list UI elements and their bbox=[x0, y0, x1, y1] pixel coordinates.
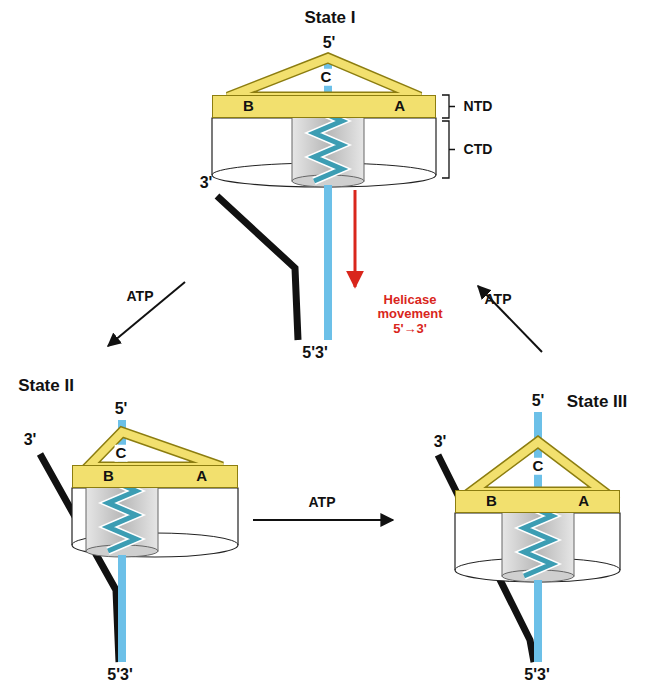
subunit-label: C bbox=[320, 69, 333, 86]
ntd-bar: BA bbox=[212, 95, 436, 118]
strand-end: 5'3' bbox=[107, 666, 132, 684]
dna-helix bbox=[108, 479, 136, 551]
atp-label: ATP bbox=[309, 495, 336, 510]
dna-strand bbox=[534, 580, 542, 662]
ntd-triangle bbox=[88, 432, 222, 467]
ntd-triangle bbox=[228, 58, 420, 97]
state-title: State I bbox=[304, 9, 355, 28]
strand-end: 3' bbox=[200, 174, 213, 192]
strand-end: 5' bbox=[323, 34, 336, 52]
subunit-label: B bbox=[103, 468, 114, 485]
subunit-label: A bbox=[394, 98, 405, 115]
bracket bbox=[442, 95, 455, 118]
domain-label: NTD bbox=[464, 99, 493, 114]
dna-strand bbox=[324, 185, 332, 340]
movement-arrow bbox=[354, 190, 357, 287]
atp-label: ATP bbox=[485, 292, 512, 307]
reaction-arrow bbox=[478, 286, 542, 352]
bracket bbox=[442, 121, 455, 178]
dna-strand bbox=[217, 196, 298, 340]
helicase-state bbox=[40, 420, 238, 662]
movement-note: Helicase movement 5'→3' bbox=[371, 293, 449, 336]
ntd-triangle bbox=[88, 432, 222, 467]
dna-strand bbox=[534, 412, 542, 494]
ntd-triangle bbox=[228, 58, 420, 97]
state-title: State III bbox=[567, 393, 627, 412]
ntd-triangle bbox=[471, 442, 604, 492]
subunit-label: B bbox=[486, 493, 497, 510]
dna-helix bbox=[108, 479, 136, 551]
subunit-label: B bbox=[243, 98, 254, 115]
dna-strand bbox=[118, 555, 126, 662]
ntd-bar: BA bbox=[455, 490, 620, 513]
helicase-state bbox=[438, 412, 620, 662]
subunit-label: A bbox=[578, 493, 589, 510]
dna-helix bbox=[524, 504, 552, 576]
strand-end: 3' bbox=[434, 433, 447, 451]
strand-end: 5'3' bbox=[302, 344, 327, 362]
reaction-arrow bbox=[253, 519, 393, 521]
ntd-bar: BA bbox=[72, 465, 238, 488]
subunit-label: C bbox=[532, 458, 545, 475]
subunit-label: A bbox=[196, 468, 207, 485]
dna-helix bbox=[314, 109, 342, 181]
subunit-label: C bbox=[115, 445, 128, 462]
ntd-triangle bbox=[471, 442, 604, 492]
atp-label: ATP bbox=[127, 289, 154, 304]
state-title: State II bbox=[18, 377, 74, 396]
reaction-arrow bbox=[108, 282, 185, 346]
strand-end: 5'3' bbox=[524, 666, 549, 684]
domain-label: CTD bbox=[464, 142, 493, 157]
dna-helix bbox=[524, 504, 552, 576]
dna-helix bbox=[314, 109, 342, 181]
strand-end: 5' bbox=[532, 392, 545, 410]
strand-end: 3' bbox=[24, 431, 37, 449]
strand-end: 5' bbox=[115, 400, 128, 418]
